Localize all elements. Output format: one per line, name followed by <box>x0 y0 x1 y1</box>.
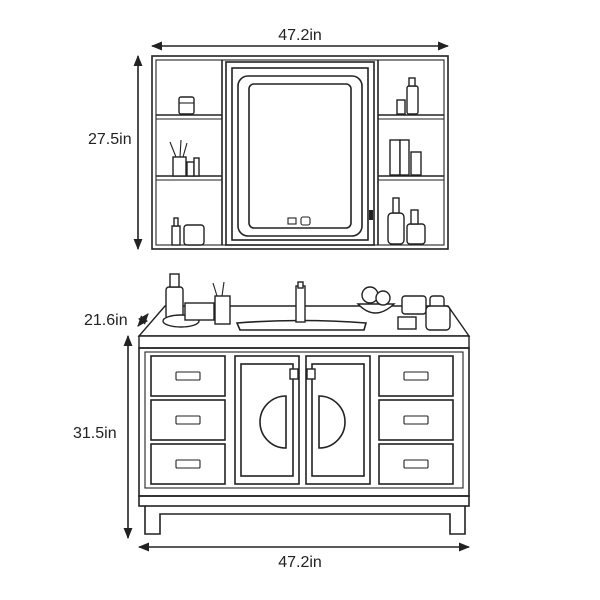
left-shelving <box>156 60 223 245</box>
vanity-depth-label: 21.6in <box>84 312 128 329</box>
brush-cup-item <box>169 139 200 177</box>
mirror-door <box>225 61 375 246</box>
vanity-width-label: 47.2in <box>278 554 322 571</box>
counter-items-right <box>356 286 451 331</box>
bottle-item <box>171 217 205 246</box>
right-drawers <box>378 355 454 485</box>
mirror-cabinet <box>133 41 450 251</box>
right-shelving <box>377 60 444 245</box>
perfume-item <box>396 77 419 115</box>
tube-item <box>389 139 422 176</box>
bottle-set-item <box>387 197 426 245</box>
cabinet-width-label: 47.2in <box>278 27 322 44</box>
vanity-cabinet <box>138 347 470 535</box>
counter-items-left <box>162 273 231 328</box>
jar-item <box>178 96 195 115</box>
faucet <box>295 281 306 323</box>
clock-icon <box>300 216 311 226</box>
sun-icon <box>287 217 297 225</box>
vanity <box>123 273 471 552</box>
vanity-height-label: 31.5in <box>73 425 117 442</box>
cabinet-height-label: 27.5in <box>88 131 132 148</box>
vanity-base <box>138 495 470 535</box>
cabinet-doors <box>234 355 371 485</box>
left-drawers <box>150 355 226 485</box>
